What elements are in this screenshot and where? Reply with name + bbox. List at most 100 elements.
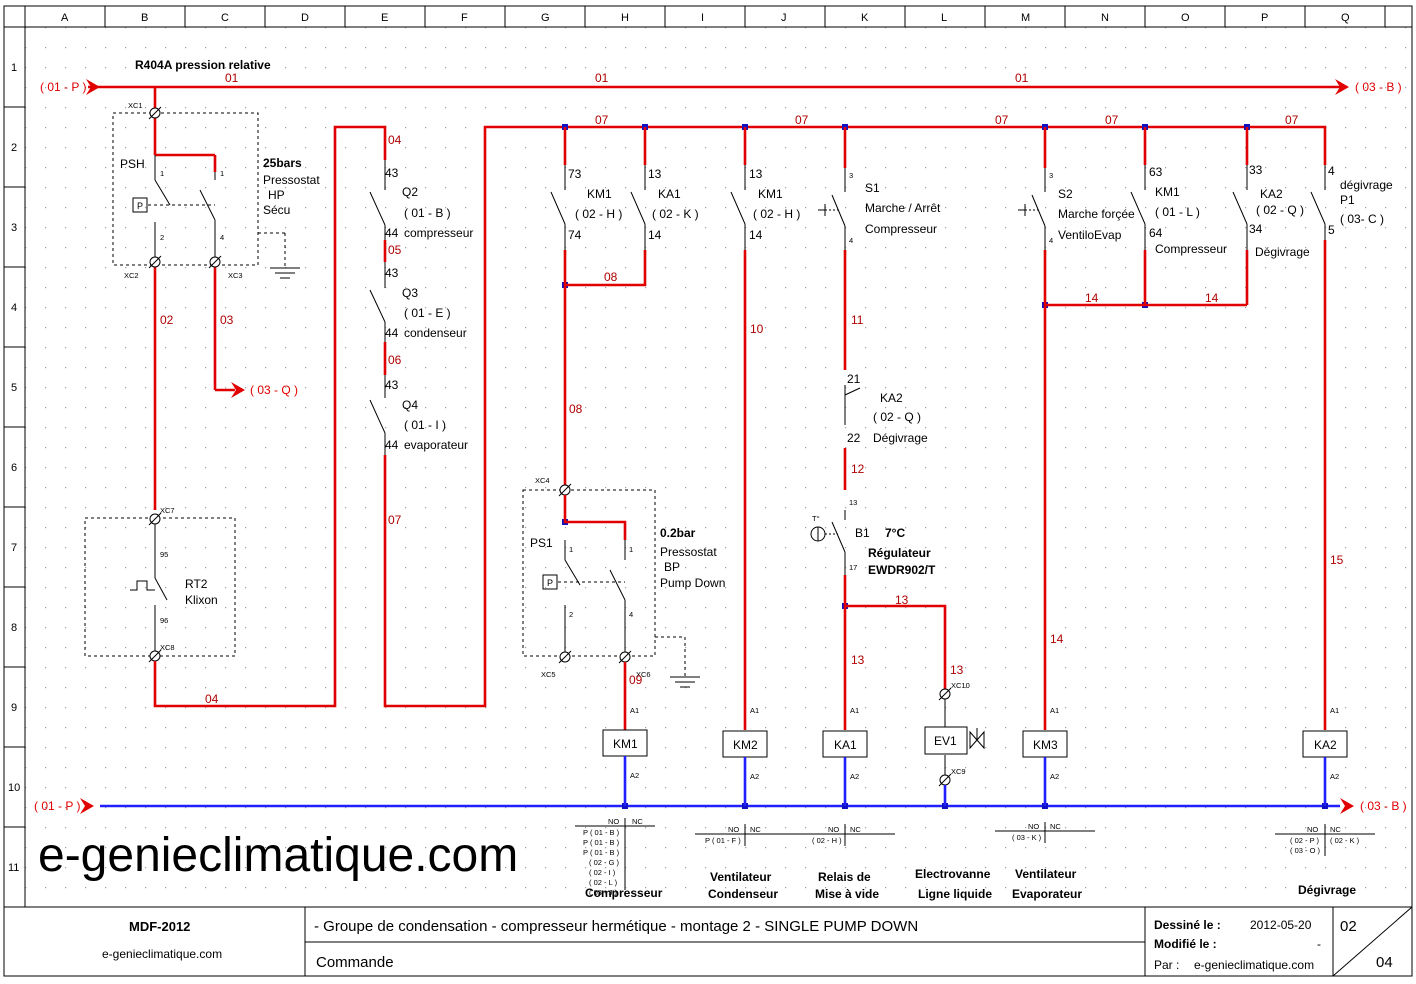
coil-ka1: KA1 A1 A2 xyxy=(822,706,868,806)
wire-label: 10 xyxy=(750,322,764,336)
caption: Dégivrage xyxy=(1298,883,1356,897)
ka2-contact-tag: KA2 xyxy=(1260,187,1283,201)
drawing-subtitle: Commande xyxy=(316,954,394,971)
row-label: 1 xyxy=(11,62,17,74)
xref-nc: NC xyxy=(1050,822,1061,831)
b1-value: 7°C xyxy=(885,526,905,540)
xref-row: ( 03 - J ) xyxy=(589,888,617,897)
coil-terminal: A1 xyxy=(750,706,759,715)
terminal-xc2 xyxy=(148,255,162,269)
caption: Ventilateur xyxy=(1015,867,1077,881)
grid-background xyxy=(25,27,1410,907)
coil-ka2: KA2 A1 A2 xyxy=(1302,706,1348,806)
xref-row: ( 03 - K ) xyxy=(1012,833,1042,842)
s2-desc: Marche forçée xyxy=(1058,207,1135,221)
wire-label: 14 xyxy=(1085,291,1099,305)
valve-icon xyxy=(969,728,985,750)
q2-ref: ( 01 - B ) xyxy=(404,206,451,220)
km1-ka1-branch: 73 74 KM1 ( 02 - H ) 13 14 KA1 ( 02 - K … xyxy=(522,127,725,730)
wire-label: 09 xyxy=(629,673,643,687)
caption-ev1: Electrovanne Ligne liquide xyxy=(915,867,992,901)
bottom-right-ref: ( 03 - B ) xyxy=(1360,799,1407,813)
thermometer-label: T° xyxy=(812,514,820,523)
bottom-supply-line: ( 01 - P ) ( 03 - B ) xyxy=(34,798,1407,814)
terminal-label: XC10 xyxy=(951,681,970,690)
wire-label: 14 xyxy=(1050,632,1064,646)
wire-label: 04 xyxy=(388,133,402,147)
km1-contact-ref: ( 02 - H ) xyxy=(575,207,622,221)
wire-label: 07 xyxy=(1105,113,1119,127)
q4-ref: ( 01 - I ) xyxy=(404,418,446,432)
bottom-left-ref: ( 01 - P ) xyxy=(34,799,80,813)
terminal-xc10 xyxy=(938,687,952,701)
psh-desc: Pressostat xyxy=(263,173,320,187)
wire-label: 05 xyxy=(388,243,402,257)
coil-label: KA1 xyxy=(834,738,857,752)
wire-label: 07 xyxy=(995,113,1009,127)
column-label: Q xyxy=(1341,12,1350,24)
terminal: 1 xyxy=(160,169,164,178)
pressure-symbol-icon xyxy=(132,197,148,213)
terminal: 1 xyxy=(569,545,573,554)
by-label: Par : xyxy=(1154,958,1179,972)
ps1-desc: BP xyxy=(664,560,680,574)
sheet-total: 04 xyxy=(1376,954,1393,971)
terminal: 44 xyxy=(385,326,399,340)
coil-ev1: EV1 xyxy=(924,726,985,755)
xref-ka1: NO NC ( 02 - H ) Relais de Mise à vide xyxy=(795,824,895,901)
caption: Ventilateur xyxy=(710,870,772,884)
b1-desc: Régulateur xyxy=(868,546,931,560)
psh-branch: ( 03 - Q ) P PSH 1 1 2 4 25bars Pressost… xyxy=(112,87,320,510)
p1-tag: P1 xyxy=(1340,193,1355,207)
ka1-contact-tag: KA1 xyxy=(658,187,681,201)
caption: Mise à vide xyxy=(815,887,879,901)
xref-row: P ( 01 - B ) xyxy=(583,848,620,857)
terminal-label: XC4 xyxy=(535,476,550,485)
project-name: MDF-2012 xyxy=(129,919,190,934)
psh-tag: PSH xyxy=(120,157,145,171)
caption: Condenseur xyxy=(708,887,778,901)
km1-contact-tag: KM1 xyxy=(587,187,612,201)
wire-label: 07 xyxy=(388,513,402,527)
terminal: 4 xyxy=(629,610,633,619)
xref-km3: NO NC ( 03 - K ) Ventilateur Evaporateur xyxy=(995,822,1095,901)
terminal-label: XC5 xyxy=(541,670,556,679)
p1-desc: dégivrage xyxy=(1340,178,1393,192)
terminal: 13 xyxy=(648,167,662,181)
terminal: 4 xyxy=(1328,164,1335,178)
s1-tag: S1 xyxy=(865,181,880,195)
xref-row: ( 02 - P ) xyxy=(1290,836,1320,845)
row-label: 3 xyxy=(11,222,17,234)
coil-label: EV1 xyxy=(934,734,957,748)
drawing-title: - Groupe de condensation - compresseur h… xyxy=(314,918,918,935)
coil-label: KM3 xyxy=(1033,738,1058,752)
rt2-tag: RT2 xyxy=(185,577,208,591)
terminal: 21 xyxy=(847,372,861,386)
terminal: 34 xyxy=(1249,222,1263,236)
terminal-label: XC9 xyxy=(951,767,966,776)
terminal: 13 xyxy=(749,167,763,181)
coil-terminal: A2 xyxy=(750,772,759,781)
coil-terminal: A2 xyxy=(630,771,639,780)
q2-tag: Q2 xyxy=(402,185,418,199)
column-label: B xyxy=(141,12,148,24)
wire-label: 06 xyxy=(388,353,402,367)
terminal: 3 xyxy=(1049,171,1053,180)
wire-label: 02 xyxy=(160,313,174,327)
b1-desc: EWDR902/T xyxy=(868,563,936,577)
km1-contact-ref: ( 01 - L ) xyxy=(1155,205,1200,219)
caption: Electrovanne xyxy=(915,867,991,881)
row-label: 9 xyxy=(11,702,17,714)
xref-row: ( 02 - I ) xyxy=(589,868,616,877)
modified-label: Modifié le : xyxy=(1154,937,1217,951)
s2-tag: S2 xyxy=(1058,187,1073,201)
top-left-ref: ( 01 - P ) xyxy=(40,80,86,94)
wire-label: 08 xyxy=(604,270,618,284)
terminal: 5 xyxy=(1328,223,1335,237)
s1-desc: Marche / Arrêt xyxy=(865,201,941,215)
terminal-xc5 xyxy=(558,650,572,664)
xref-row: ( 02 - L ) xyxy=(589,878,618,887)
terminal: 64 xyxy=(1149,226,1163,240)
km1-contact-tag: KM1 xyxy=(758,187,783,201)
